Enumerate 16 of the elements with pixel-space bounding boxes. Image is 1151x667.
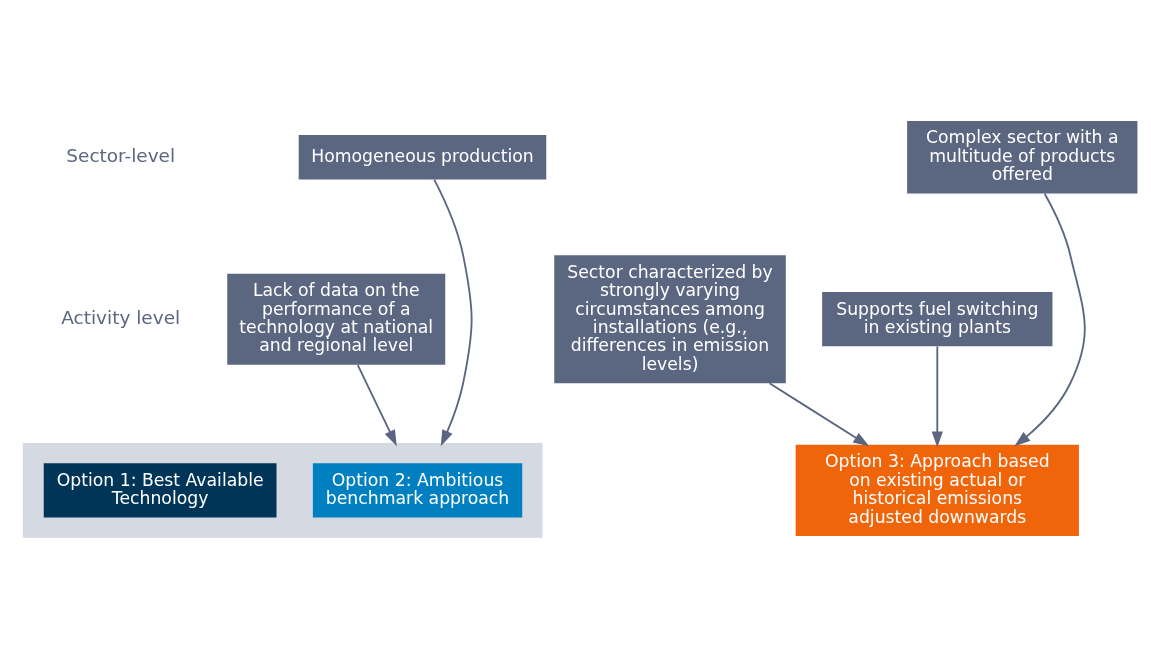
node-box: Lack of data on the performance of a technology at national and regional level [227, 273, 446, 365]
label: Sector-level [66, 144, 176, 166]
node-box: Option 1: Best Available Technology [43, 462, 277, 517]
node-box: Homogeneous production [298, 134, 547, 179]
node-box: Supports fuel switching in existing plants [822, 291, 1053, 346]
node-box: Option 2: Ambitious benchmark approach [312, 462, 523, 517]
label: Activity level [61, 306, 181, 328]
cluster [22, 442, 543, 538]
arrow [931, 345, 943, 448]
node-box: Sector characterized by strongly varying circumstances among installations (e.g., differences in emission levels) [554, 254, 786, 383]
arrow [433, 178, 473, 446]
node-box: Option 3: Approach based on existing actual or historical emissions adjusted downwards [795, 444, 1079, 536]
arrow [1014, 192, 1086, 446]
arrow [768, 381, 870, 446]
node-box: Complex sector with a multitude of products offered [907, 120, 1138, 194]
arrow [356, 363, 397, 446]
